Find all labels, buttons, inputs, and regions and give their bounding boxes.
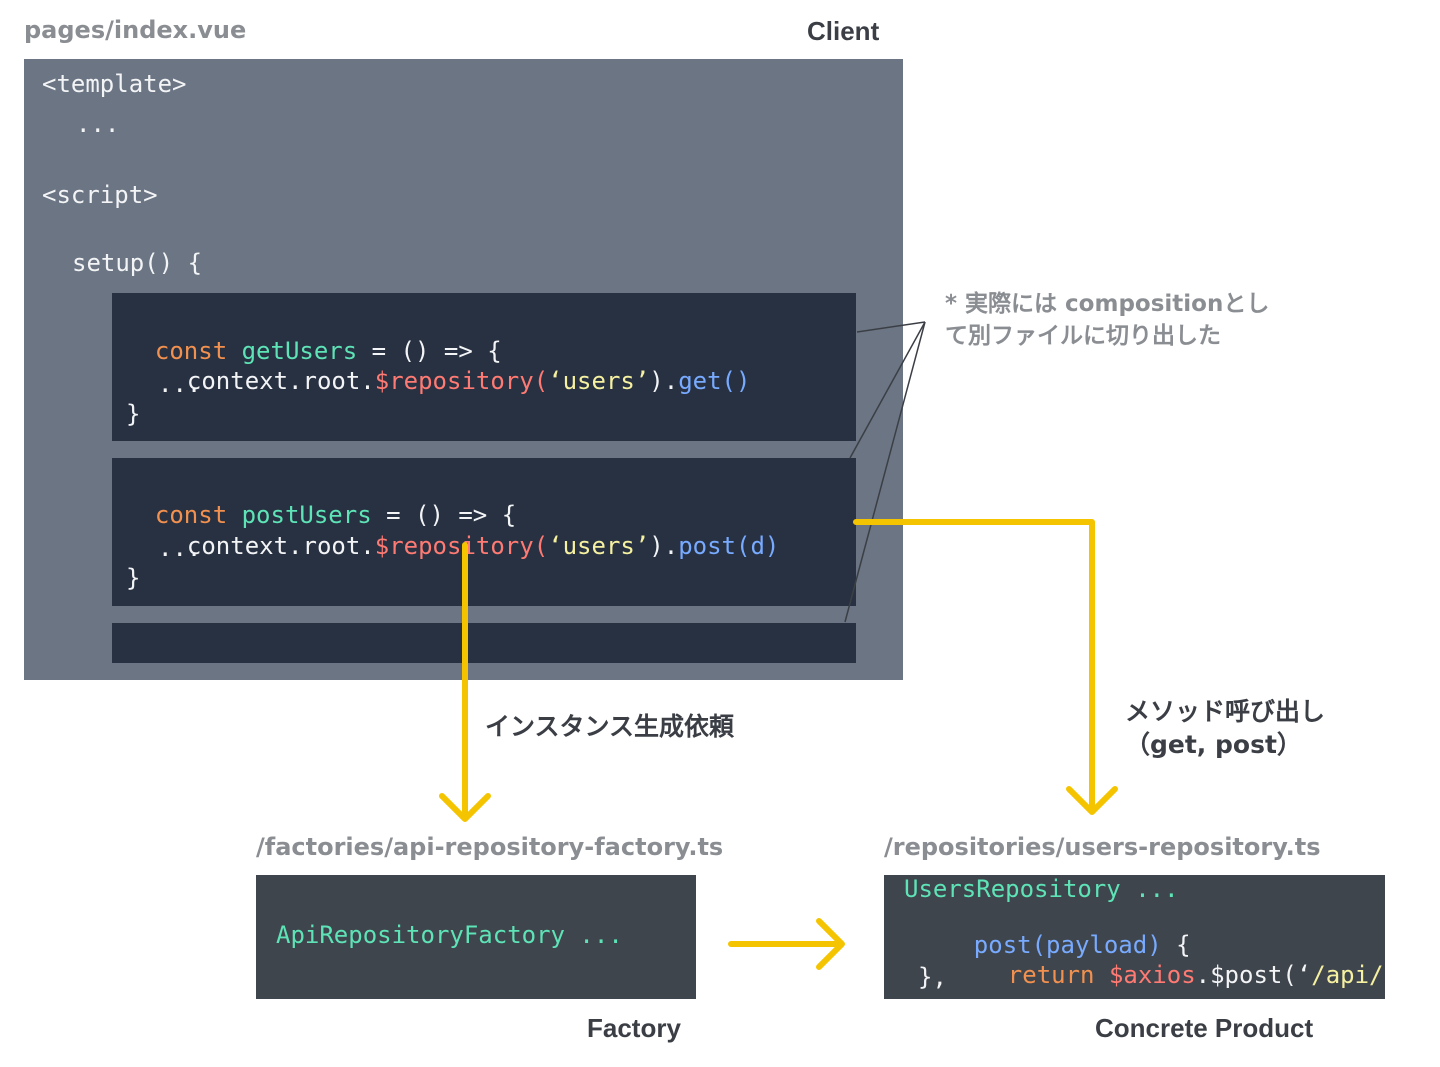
factory-box — [256, 875, 696, 999]
setup-line: setup() { — [72, 249, 203, 277]
function-name-getusers: getUsers — [241, 337, 358, 365]
factory-file-label: /factories/api-repository-factory.ts — [256, 833, 724, 861]
product-line1: UsersRepository ... — [904, 875, 1179, 903]
client-title: Client — [807, 16, 880, 46]
product-line2: post(payload) { — [916, 903, 1191, 987]
product-box: UsersRepository ... post(payload) { retu… — [884, 875, 1385, 999]
open-brace: { — [1161, 931, 1191, 959]
method-call-label-line1: メソッド呼び出し — [1125, 697, 1326, 726]
paren-close: ). — [649, 532, 679, 560]
users-arg: ‘users’ — [548, 367, 650, 395]
get-users-ellipsis: ... — [158, 370, 202, 398]
client-file-label: pages/index.vue — [24, 16, 247, 44]
post-method: post(d) — [678, 532, 780, 560]
keyword-const: const — [154, 337, 228, 365]
get-users-line2: context.root.$repository(‘users’).get() — [158, 339, 751, 395]
note-line1: * 実際には compositionとし — [945, 291, 1270, 317]
post-users-ellipsis: ... — [158, 534, 202, 562]
function-name-postusers: postUsers — [241, 501, 372, 529]
post-call: .$post(‘ — [1195, 961, 1312, 989]
composition-note: * 実際には compositionとし て別ファイルに切り出した — [945, 288, 1305, 352]
factory-caption: Factory — [587, 1013, 681, 1043]
get-users-brace: } — [126, 400, 141, 428]
context-root: context.root. — [186, 532, 375, 560]
post-users-block — [112, 458, 856, 606]
get-users-block — [112, 293, 856, 441]
paren-close: ). — [649, 367, 679, 395]
get-method: get() — [678, 367, 751, 395]
note-line2: て別ファイルに切り出した — [945, 323, 1221, 349]
post-payload: post(payload) — [973, 931, 1162, 959]
post-users-brace: } — [126, 564, 141, 592]
arrow-decl: = () => { — [357, 337, 502, 365]
api-path: /api/ — [1311, 961, 1384, 989]
factory-to-product-arrow — [728, 918, 845, 970]
repository-call: $repository( — [374, 367, 549, 395]
repository-call: $repository( — [374, 532, 549, 560]
script-tag: <script> — [42, 181, 158, 209]
product-file-label: /repositories/users-repository.ts — [884, 833, 1321, 861]
template-tag: <template> — [42, 70, 187, 98]
template-ellipsis: ... — [76, 110, 120, 138]
composition-block — [112, 623, 856, 663]
factory-code: ApiRepositoryFactory ... — [276, 921, 623, 949]
product-line3: return $axios.$post(‘/api/ — [950, 933, 1384, 999]
return-keyword: return — [1007, 961, 1095, 989]
instance-request-label: インスタンス生成依頼 — [485, 712, 735, 741]
axios-var: $axios — [1108, 961, 1196, 989]
context-root: context.root. — [186, 367, 375, 395]
get-users-line1: const getUsers = () => { — [126, 309, 502, 365]
method-call-label-line2: （get, post） — [1125, 730, 1302, 759]
keyword-const: const — [154, 501, 228, 529]
post-users-line1: const postUsers = () => { — [126, 473, 516, 529]
post-users-line2: context.root.$repository(‘users’).post(d… — [158, 504, 779, 560]
users-arg: ‘users’ — [548, 532, 650, 560]
product-caption: Concrete Product — [1095, 1013, 1314, 1043]
arrow-decl: = () => { — [371, 501, 517, 529]
product-line4: }, — [918, 963, 947, 991]
